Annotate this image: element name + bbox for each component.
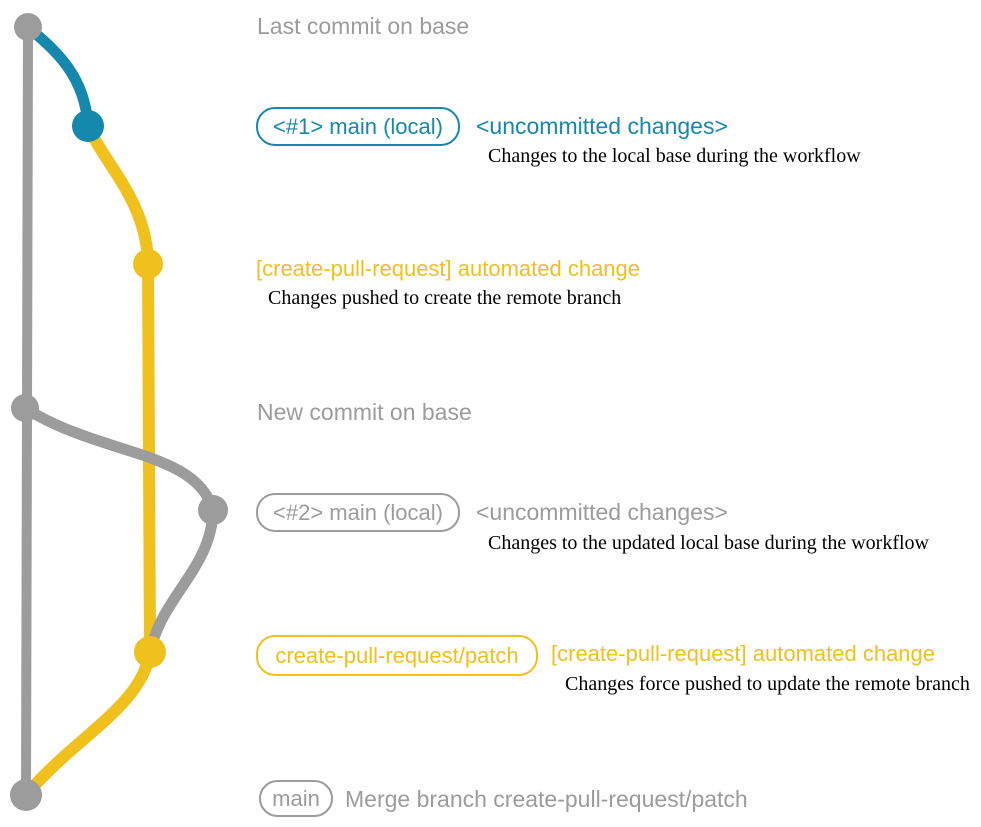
branch-pill-main-local-1: <#1> main (local) — [256, 107, 460, 146]
description-automated-change-1: Changes pushed to create the remote bran… — [268, 287, 622, 309]
branch-pill-main-local-2: <#2> main (local) — [256, 493, 460, 532]
branch-pill-main: main — [259, 780, 333, 817]
node-automated-change-1 — [133, 249, 163, 279]
node-last-commit-on-base — [14, 13, 42, 41]
edge-patch-merge-into-base — [20, 646, 156, 801]
description-uncommitted-changes-1: Changes to the local base during the wor… — [488, 145, 861, 167]
caption-new-commit-on-base: New commit on base — [257, 399, 472, 425]
edge-patch-branch — [82, 120, 156, 658]
description-uncommitted-changes-2: Changes to the updated local base during… — [488, 532, 929, 554]
commit-graph — [10, 13, 228, 811]
node-new-commit-on-base — [11, 394, 39, 422]
branch-pill-create-pull-request-patch: create-pull-request/patch — [256, 635, 538, 676]
edge-main-local-2-to-patch — [144, 504, 219, 658]
node-merge-commit — [10, 779, 42, 811]
edge-base-to-main-local-2 — [19, 402, 219, 516]
node-uncommitted-changes-1 — [72, 110, 104, 142]
node-uncommitted-changes-2 — [198, 495, 228, 525]
commit-message-automated-change-1: [create-pull-request] automated change — [256, 256, 641, 281]
edge-main-local-branch — [22, 21, 94, 132]
status-uncommitted-changes-2: <uncommitted changes> — [476, 499, 728, 525]
status-uncommitted-changes-1: <uncommitted changes> — [476, 113, 728, 139]
description-automated-change-2: Changes force pushed to update the remot… — [565, 673, 970, 695]
caption-last-commit-on-base: Last commit on base — [257, 13, 470, 39]
commit-message-automated-change-2: [create-pull-request] automated change — [551, 641, 936, 666]
commit-message-merge: Merge branch create-pull-request/patch — [345, 786, 748, 812]
node-automated-change-2 — [134, 636, 166, 668]
